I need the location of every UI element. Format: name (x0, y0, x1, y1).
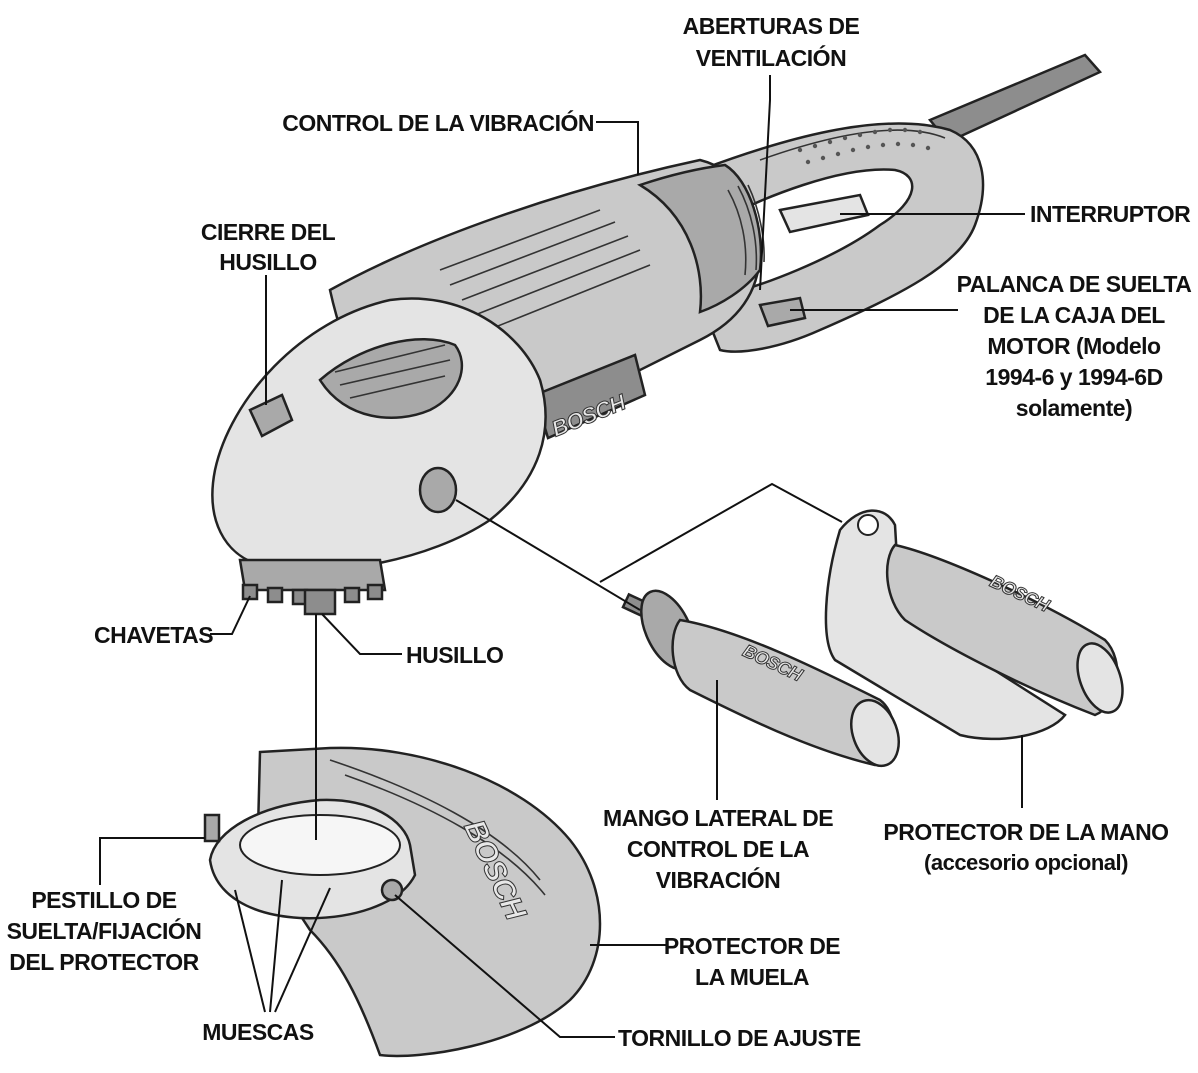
ventilation-slots (727, 184, 765, 276)
adjustment-screw (380, 878, 404, 902)
label-mango-line1: MANGO LATERAL DE (603, 805, 833, 831)
leader-tornillo (394, 894, 615, 1038)
power-cord (927, 53, 1103, 144)
leader-chavetas (210, 595, 251, 635)
label-muescas: MUESCAS (202, 1019, 314, 1045)
leader-muescas-3 (274, 887, 331, 1013)
hand-guard-hole (857, 514, 879, 536)
grinder-illustration: BOSCH (211, 53, 1103, 616)
label-palanca-line1: PALANCA DE SUELTA (957, 271, 1192, 297)
leader-side-socket (455, 499, 641, 611)
leader-pestillo (99, 837, 205, 885)
leader-lines (99, 75, 1025, 1038)
hand-guard-grip (885, 543, 1119, 717)
leader-aberturas (759, 75, 771, 291)
label-cierre-line1: CIERRE DEL (201, 219, 336, 245)
label-pestillo-line1: PESTILLO DE (31, 887, 176, 913)
guard-collar-opening (239, 814, 401, 876)
label-aberturas-line2: VENTILACIÓN (696, 44, 846, 71)
label-palanca-line2: DE LA CAJA DEL (983, 302, 1165, 328)
vibration-control-band (637, 163, 763, 314)
rear-handle (698, 122, 985, 353)
label-cierre-line2: HUSILLO (219, 249, 316, 275)
leader-husillo (321, 613, 402, 655)
grip-dots (797, 127, 931, 165)
leader-muescas-1 (234, 889, 266, 1013)
leader-control (596, 121, 639, 175)
label-palanca-line3: MOTOR (Modelo (987, 333, 1161, 359)
leader-accessory-bracket (599, 482, 843, 583)
label-protector-mano-line2: (accesorio opcional) (924, 850, 1128, 875)
spindle-flange (238, 558, 387, 592)
wheel-guard-illustration: BOSCH (203, 746, 602, 1058)
spindle-lock-button (248, 393, 294, 438)
label-aberturas-line1: ABERTURAS DE (683, 13, 860, 39)
side-handle-end (850, 698, 900, 768)
side-handle-socket (418, 466, 458, 514)
leader-muescas-2 (269, 879, 283, 1013)
gear-head-vent (318, 338, 464, 420)
label-pestillo-line3: DEL PROTECTOR (9, 949, 199, 975)
label-mango-line2: CONTROL DE LA (627, 836, 809, 862)
label-husillo: HUSILLO (406, 642, 503, 668)
labels: ABERTURAS DE VENTILACIÓN CONTROL DE LA V… (7, 13, 1192, 1051)
label-palanca-line4: 1994-6 y 1994-6D (985, 364, 1162, 390)
housing-ridges (439, 209, 651, 331)
guard-release-latch (203, 813, 221, 843)
label-chavetas: CHAVETAS (94, 622, 213, 648)
label-protector-muela-line1: PROTECTOR DE (664, 933, 840, 959)
label-protector-mano-line1: PROTECTOR DE LA MANO (883, 819, 1168, 845)
motor-release-lever (758, 296, 807, 328)
label-tornillo: TORNILLO DE AJUSTE (618, 1025, 861, 1051)
wheel-guard-ribs (329, 759, 546, 896)
gear-head-vent-slats (334, 344, 451, 399)
label-protector-muela-line2: LA MUELA (695, 964, 809, 990)
label-mango-line3: VIBRACIÓN (656, 866, 781, 893)
label-palanca-line5: solamente) (1016, 395, 1132, 421)
label-interruptor: INTERRUPTOR (1030, 201, 1191, 227)
label-pestillo-line2: SUELTA/FIJACIÓN (7, 917, 202, 944)
hand-guard-illustration: BOSCH (824, 509, 1124, 741)
hand-guard-plate (824, 509, 1067, 741)
label-control-vibracion: CONTROL DE LA VIBRACIÓN (282, 109, 594, 136)
hand-guard-grip-end (1076, 642, 1124, 714)
spindle (303, 588, 337, 616)
handle-grip-texture (759, 129, 946, 161)
